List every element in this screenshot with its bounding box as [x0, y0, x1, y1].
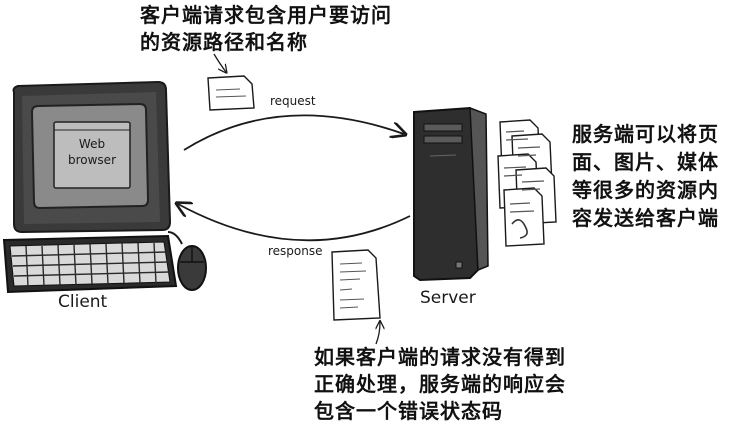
response-label: response — [268, 244, 323, 258]
response-note-line1: 如果客户端的请求没有得到 — [314, 345, 566, 369]
request-note-pointer — [213, 53, 226, 72]
server-tower-icon — [413, 106, 489, 282]
mouse-icon — [167, 231, 207, 291]
response-document-icon — [331, 249, 381, 321]
server-note: 服务端可以将页 面、图片、媒体 等很多的资源内 容发送给客户端 — [572, 120, 719, 232]
server-note-line4: 容发送给客户端 — [572, 206, 719, 230]
server-label: Server — [420, 288, 476, 308]
response-note: 如果客户端的请求没有得到 正确处理，服务端的响应会 包含一个错误状态码 — [314, 344, 566, 425]
client-computer — [2, 80, 207, 294]
request-label: request — [270, 94, 316, 108]
keyboard-icon — [2, 234, 178, 294]
request-document-icon — [207, 75, 255, 111]
server-note-line1: 服务端可以将页 — [572, 122, 719, 146]
client-label: Client — [58, 292, 108, 312]
server-documents-icon — [497, 119, 557, 247]
request-note: 客户端请求包含用户要访问 的资源路径和名称 — [140, 2, 392, 56]
response-note-line2: 正确处理，服务端的响应会 — [314, 372, 566, 396]
web-browser-label: Web browser — [58, 136, 126, 168]
browser-label-line1: Web — [78, 137, 106, 151]
response-note-pointer — [375, 322, 380, 345]
server-note-line2: 面、图片、媒体 — [572, 150, 719, 174]
request-arrow — [183, 114, 404, 151]
browser-label-line2: browser — [67, 153, 116, 167]
response-arrow — [178, 204, 411, 242]
request-note-line1: 客户端请求包含用户要访问 — [140, 3, 392, 27]
request-note-line2: 的资源路径和名称 — [140, 30, 308, 54]
response-note-line3: 包含一个错误状态码 — [314, 399, 503, 423]
monitor-icon — [12, 80, 172, 234]
server-note-line3: 等很多的资源内 — [572, 178, 719, 202]
